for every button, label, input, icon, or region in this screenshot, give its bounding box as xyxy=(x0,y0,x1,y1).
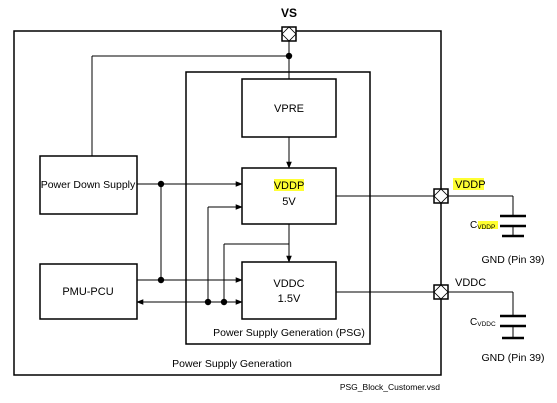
cap-vddc-label: CVDDC xyxy=(470,317,496,328)
junction-dot xyxy=(157,276,165,284)
vs-pin-label: VS xyxy=(281,6,297,20)
file-name-label: PSG_Block_Customer.vsd xyxy=(340,382,440,392)
pin-vs xyxy=(281,26,297,42)
vpre-block xyxy=(241,78,337,138)
capacitor-vddc xyxy=(500,314,526,328)
junction-dots xyxy=(157,52,293,306)
power-down-supply-label: Power Down Supply xyxy=(41,179,136,191)
pmu-pcu-block xyxy=(39,263,138,320)
junction-dot xyxy=(157,180,165,188)
vddc-output-label: VDDC xyxy=(455,277,486,289)
pmu-pcu-label: PMU-PCU xyxy=(62,286,113,298)
vddp-block-highlight xyxy=(274,179,304,191)
inner-psg-box xyxy=(185,71,371,345)
cap-vddp-highlight xyxy=(478,221,498,229)
gnd-vddp-label: GND (Pin 39) xyxy=(481,254,544,266)
junction-dot xyxy=(204,298,212,306)
vddp-label: VDDP xyxy=(274,180,305,192)
outer-caption: Power Supply Generation xyxy=(172,358,292,370)
vddp-output-label: VDDP xyxy=(455,179,486,191)
vddc-label: VDDC xyxy=(273,278,304,290)
gnd-vddc-label: GND (Pin 39) xyxy=(481,352,544,364)
vddc-voltage: 1.5V xyxy=(278,293,301,305)
psg-caption: Power Supply Generation (PSG) xyxy=(213,327,365,339)
junction-dot xyxy=(220,298,228,306)
junction-dot xyxy=(285,52,293,60)
vddp-voltage: 5V xyxy=(282,196,296,208)
vddp-pin-highlight xyxy=(453,178,484,190)
cap-vddp-label: CVDDP xyxy=(470,220,495,231)
power-down-supply-block xyxy=(39,155,138,215)
pin-vddp xyxy=(433,188,449,204)
vddc-block xyxy=(241,261,337,320)
pin-vddc xyxy=(433,284,449,300)
capacitor-vddp xyxy=(500,214,526,228)
vpre-label: VPRE xyxy=(274,103,304,115)
